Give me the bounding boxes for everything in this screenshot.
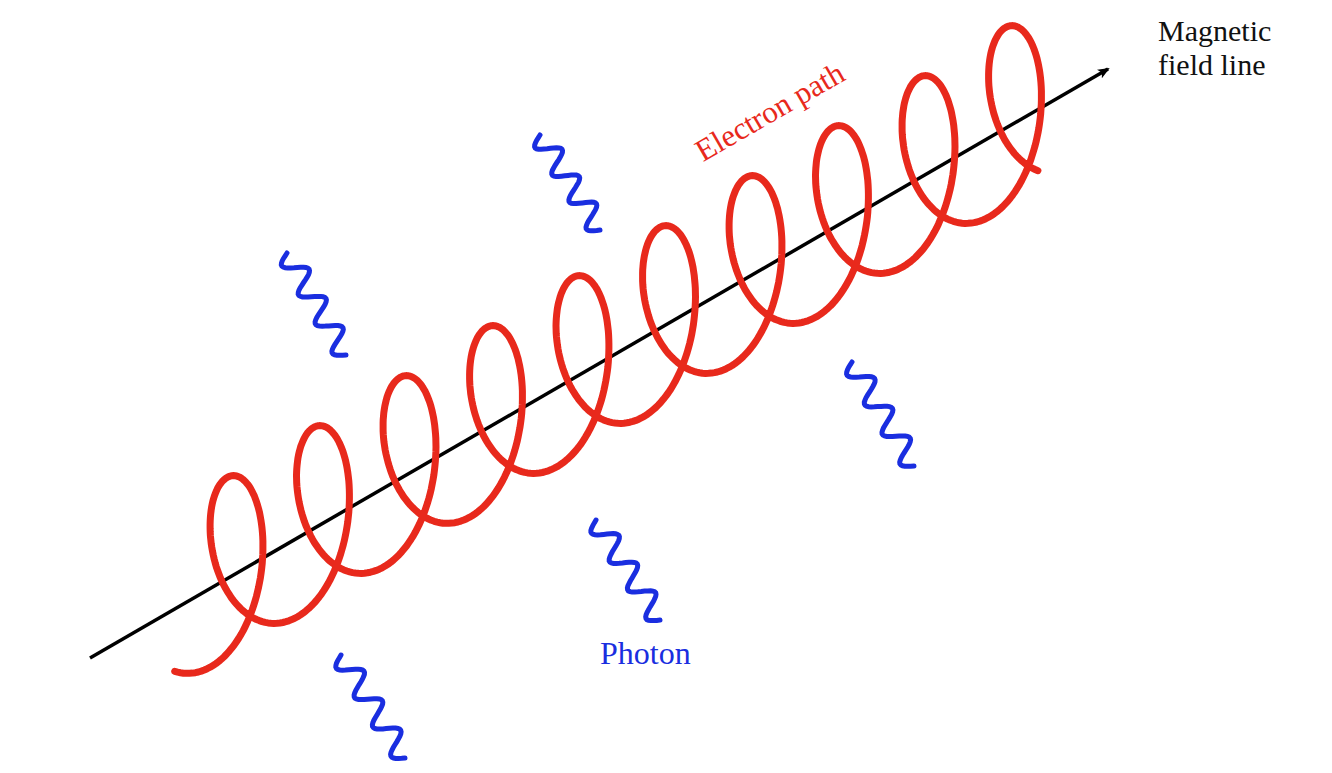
photon-wave: [336, 655, 405, 759]
photon-wave: [591, 520, 660, 621]
electron-helix: [175, 26, 1042, 674]
field-line-label: Magnetic field line: [1158, 14, 1308, 81]
electron-path-label: Electron path: [689, 55, 850, 168]
photon-group: [281, 135, 914, 759]
photon-wave: [847, 362, 914, 466]
photon-label: Photon: [600, 636, 691, 672]
photon-wave: [535, 135, 600, 231]
photon-wave: [281, 253, 346, 355]
